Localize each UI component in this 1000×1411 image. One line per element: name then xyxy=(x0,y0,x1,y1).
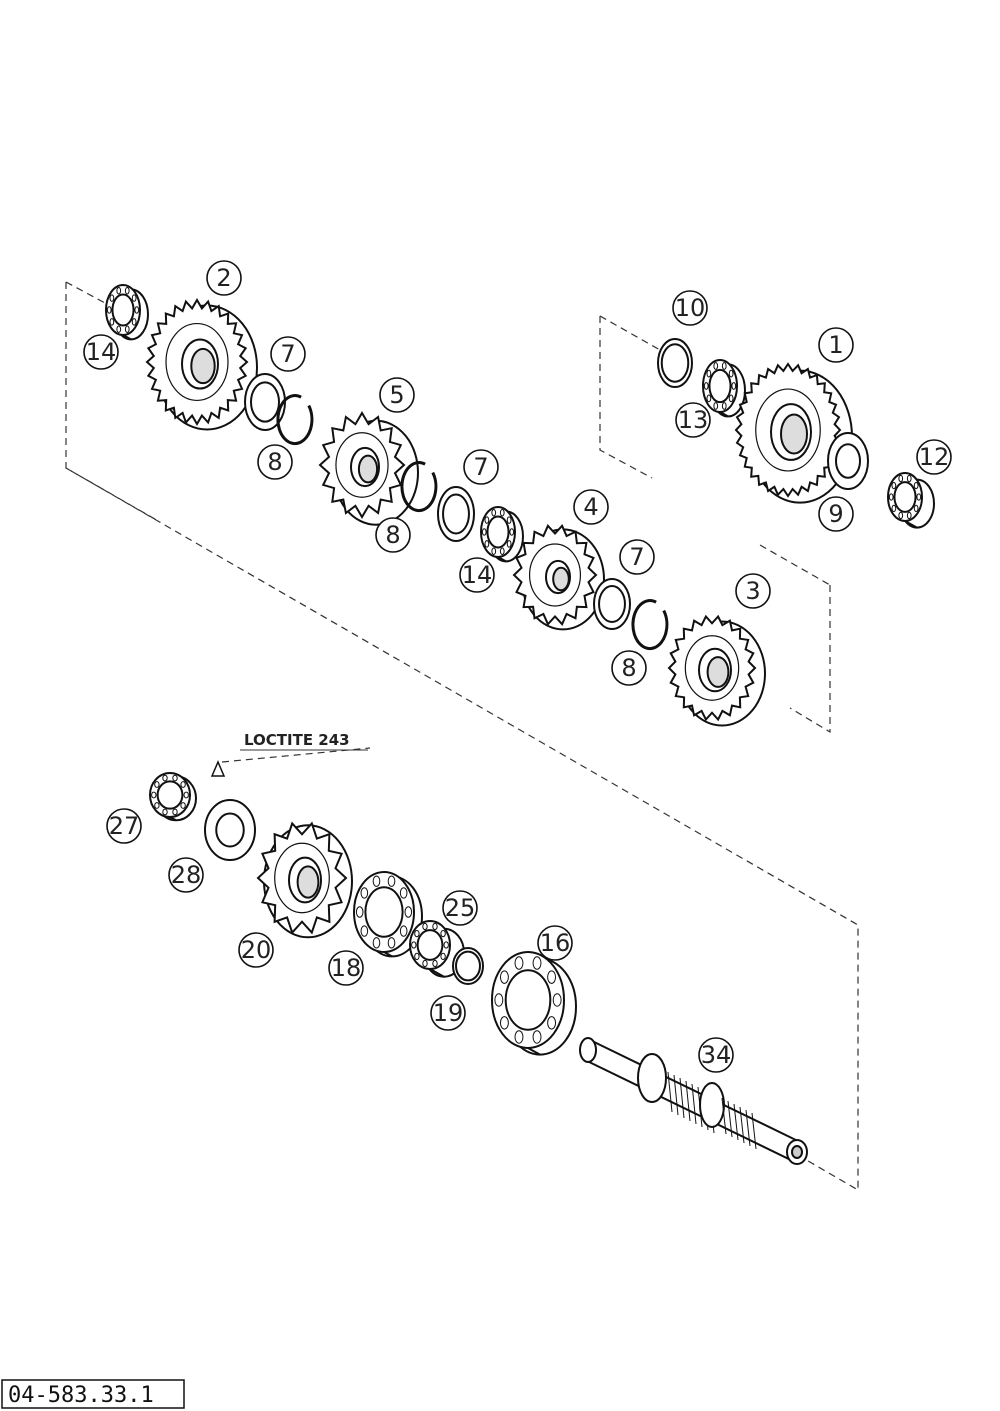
callout-8: 8 xyxy=(375,517,411,553)
callout-label: 8 xyxy=(267,448,282,476)
callout-label: 18 xyxy=(331,954,362,982)
drawing-number-box: 04-583.33.1 xyxy=(1,1379,185,1409)
callout-13: 13 xyxy=(675,402,711,438)
callout-34: 34 xyxy=(698,1037,734,1073)
gear-4 xyxy=(512,524,605,631)
threadlock-drop-icon xyxy=(210,760,226,777)
callout-8: 8 xyxy=(257,444,293,480)
washer-7-c xyxy=(593,578,631,630)
callout-label: 20 xyxy=(241,936,272,964)
nut-27 xyxy=(149,772,197,822)
o-ring-19 xyxy=(452,947,484,985)
washer-7-b xyxy=(437,486,475,542)
drawing-number: 04-583.33.1 xyxy=(8,1383,154,1408)
circlip-8-a xyxy=(276,394,314,446)
callout-19: 19 xyxy=(430,995,466,1031)
callout-label: 16 xyxy=(540,929,571,957)
needle-bearing-12 xyxy=(887,472,935,529)
callout-label: 8 xyxy=(621,654,636,682)
callout-label: 34 xyxy=(701,1041,732,1069)
callout-label: 7 xyxy=(629,543,644,571)
callout-label: 4 xyxy=(583,493,598,521)
washer-9 xyxy=(827,432,869,490)
callout-20: 20 xyxy=(238,932,274,968)
seal-18 xyxy=(353,871,423,958)
gear-3 xyxy=(667,614,766,727)
needle-bearing-14-mid xyxy=(480,506,524,563)
callout-14: 14 xyxy=(83,334,119,370)
countershaft-34 xyxy=(579,1037,808,1165)
callout-label: 3 xyxy=(745,577,760,605)
callout-label: 13 xyxy=(678,406,709,434)
callout-label: 1 xyxy=(828,331,843,359)
callout-label: 19 xyxy=(433,999,464,1027)
callout-7: 7 xyxy=(463,449,499,485)
callout-7: 7 xyxy=(619,539,655,575)
callout-label: 14 xyxy=(462,561,493,589)
gear-2 xyxy=(145,298,258,431)
assembly-dashed-lines xyxy=(65,281,859,1192)
callout-label: 27 xyxy=(109,812,140,840)
callout-2: 2 xyxy=(206,260,242,296)
callout-label: 8 xyxy=(385,521,400,549)
washer-10 xyxy=(657,338,693,388)
callout-27: 27 xyxy=(106,808,142,844)
callouts-layer: 2 14 7 8 5 7 8 14 4 7 8 3 10 1 13 9 12 27 28 20 18 25 19 16 34 xyxy=(83,260,952,1073)
spacer-25 xyxy=(409,920,465,978)
callout-label: 7 xyxy=(473,453,488,481)
circlip-8-b xyxy=(400,461,438,513)
callout-4: 4 xyxy=(573,489,609,525)
callout-8: 8 xyxy=(611,650,647,686)
gear-5 xyxy=(318,411,419,526)
needle-bearing-13 xyxy=(702,359,746,418)
callout-14: 14 xyxy=(459,557,495,593)
ball-bearing-16 xyxy=(491,951,577,1056)
callout-label: 7 xyxy=(280,340,295,368)
loctite-note-text: LOCTITE 243 xyxy=(244,731,350,749)
callout-5: 5 xyxy=(379,377,415,413)
callout-9: 9 xyxy=(818,496,854,532)
gear-1 xyxy=(734,362,853,504)
callout-16: 16 xyxy=(537,925,573,961)
loctite-note: LOCTITE 243 xyxy=(210,731,368,777)
callout-label: 28 xyxy=(171,861,202,889)
circlip-8-c xyxy=(631,599,669,651)
callout-25: 25 xyxy=(442,890,478,926)
callout-label: 14 xyxy=(86,338,117,366)
parts-layer xyxy=(105,284,935,1165)
callout-label: 10 xyxy=(675,294,706,322)
callout-12: 12 xyxy=(916,439,952,475)
callout-label: 25 xyxy=(445,894,476,922)
callout-label: 9 xyxy=(828,500,843,528)
lock-washer-28 xyxy=(204,799,256,861)
needle-bearing-14-top xyxy=(105,284,149,341)
callout-3: 3 xyxy=(735,573,771,609)
callout-18: 18 xyxy=(328,950,364,986)
callout-label: 5 xyxy=(389,381,404,409)
washer-7-a xyxy=(244,373,286,431)
sprocket-20 xyxy=(256,821,353,939)
callout-28: 28 xyxy=(168,857,204,893)
callout-label: 2 xyxy=(216,264,231,292)
callout-1: 1 xyxy=(818,327,854,363)
callout-label: 12 xyxy=(919,443,950,471)
callout-7: 7 xyxy=(270,336,306,372)
callout-10: 10 xyxy=(672,290,708,326)
